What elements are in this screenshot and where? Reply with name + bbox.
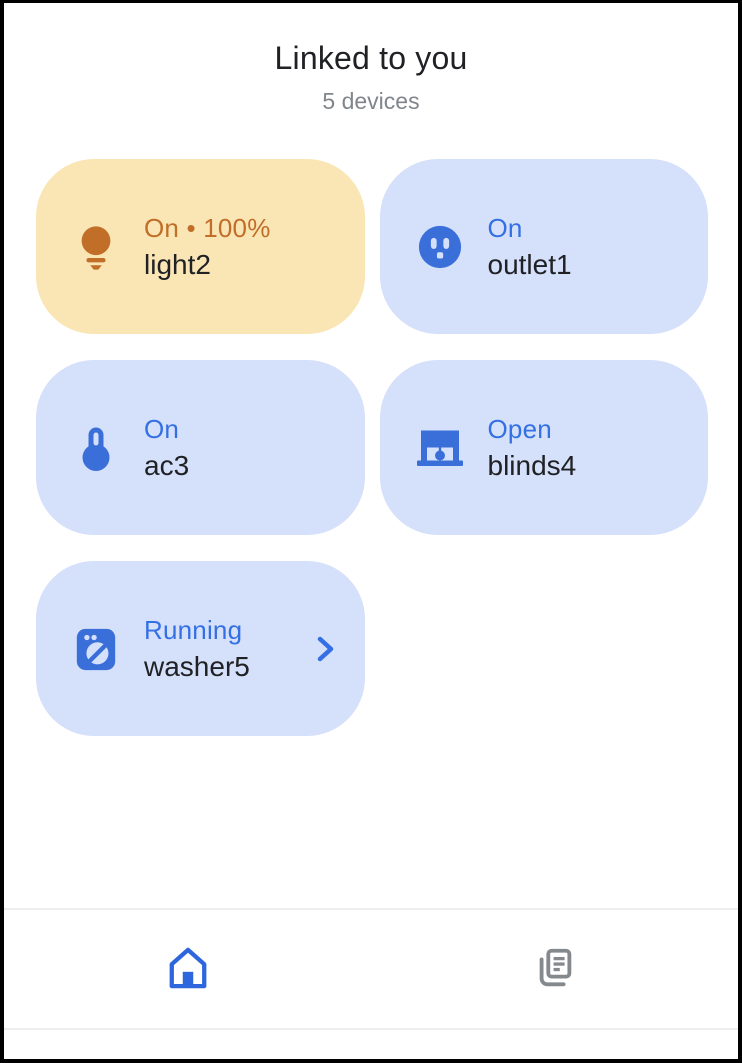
thermometer-icon — [72, 424, 120, 472]
page-title: Linked to you — [274, 40, 468, 76]
device-card-text: Open blinds4 — [488, 414, 577, 482]
device-card-text: On • 100% light2 — [144, 213, 271, 281]
feed-icon — [532, 944, 578, 995]
bottom-nav — [4, 910, 738, 1028]
outlet-icon — [416, 223, 464, 271]
blinds-icon — [416, 424, 464, 472]
device-status: Running — [144, 614, 243, 645]
device-card-text: Running washer5 — [144, 615, 250, 683]
washer-icon — [72, 625, 120, 673]
nav-top-divider — [4, 908, 738, 910]
device-card-ac3[interactable]: On ac3 — [36, 360, 365, 535]
lightbulb-icon — [72, 223, 120, 271]
bottom-strip — [4, 1030, 738, 1059]
device-status: On — [487, 212, 523, 243]
page-header: Linked to you 5 devices — [4, 3, 738, 115]
content-spacer — [4, 736, 738, 908]
home-icon — [167, 944, 209, 995]
device-name: blinds4 — [487, 449, 577, 481]
device-name: light2 — [144, 248, 211, 280]
nav-feed-button[interactable] — [371, 910, 738, 1028]
device-card-outlet1[interactable]: On outlet1 — [379, 159, 708, 334]
device-card-text: On outlet1 — [488, 213, 572, 281]
device-card-washer5[interactable]: Running washer5 — [36, 561, 365, 736]
device-name: washer5 — [144, 650, 250, 682]
device-count: 5 devices — [322, 88, 420, 114]
device-name: ac3 — [144, 449, 190, 481]
device-card-blinds4[interactable]: Open blinds4 — [379, 360, 708, 535]
device-grid: On • 100% light2 On outlet1 — [36, 159, 708, 736]
chevron-right-icon[interactable] — [311, 635, 339, 663]
device-status: Open — [487, 413, 552, 444]
device-status: On — [144, 413, 180, 444]
device-card-text: On ac3 — [144, 414, 189, 482]
device-status: On • 100% — [144, 212, 271, 243]
device-name: outlet1 — [487, 248, 572, 280]
nav-bottom-divider — [4, 1028, 738, 1030]
nav-home-button[interactable] — [4, 910, 371, 1028]
device-card-light2[interactable]: On • 100% light2 — [36, 159, 365, 334]
